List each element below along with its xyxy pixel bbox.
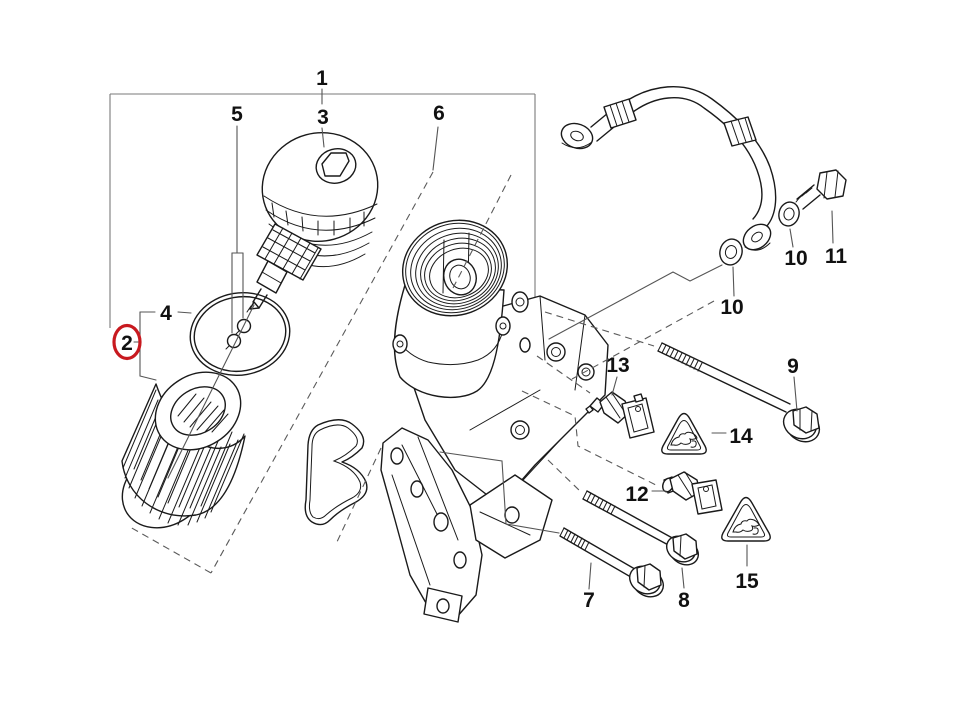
callout-2[interactable]: 2 [121, 332, 133, 355]
callout-labels: 1 3 5 6 4 2 7 8 9 10 10 11 12 [112, 67, 848, 612]
pressure-switch-12-drawing [662, 471, 723, 515]
callout-5[interactable]: 5 [231, 103, 243, 126]
callout-10b[interactable]: 10 [720, 296, 743, 319]
banjo-bolt-11-drawing [795, 169, 847, 210]
highlight-circle [112, 323, 142, 361]
sealing-washer-10b-drawing [719, 238, 743, 266]
callout-13[interactable]: 13 [606, 354, 629, 377]
hazard-symbol-icon [670, 431, 698, 448]
callout-9[interactable]: 9 [787, 355, 799, 378]
callout-4[interactable]: 4 [160, 302, 172, 325]
bolt-7-drawing [559, 527, 665, 598]
temp-sensor-13-drawing [585, 391, 655, 439]
callout-8[interactable]: 8 [678, 589, 690, 612]
callout-11[interactable]: 11 [825, 245, 848, 268]
callout-15[interactable]: 15 [735, 570, 759, 593]
callout-6[interactable]: 6 [433, 102, 445, 125]
callout-12[interactable]: 12 [625, 483, 648, 506]
callout-3[interactable]: 3 [317, 106, 329, 129]
hazard-symbol-icon [732, 518, 760, 535]
filter-housing-drawing [380, 219, 609, 623]
oil-pipe-drawing [560, 85, 777, 251]
construction-lines [129, 171, 723, 574]
callout-1[interactable]: 1 [316, 67, 328, 90]
callout-10a[interactable]: 10 [784, 247, 807, 270]
gasket-drawing [304, 419, 368, 526]
filter-element-drawing [121, 371, 246, 529]
oil-filter-cap-drawing [246, 132, 379, 313]
bolt-9-drawing [657, 342, 821, 443]
warning-triangle-15 [721, 496, 771, 542]
callout-14[interactable]: 14 [729, 425, 753, 448]
bolt-8-drawing [582, 490, 700, 566]
warning-triangle-14 [661, 412, 707, 455]
small-oring-clips-drawing [225, 318, 252, 350]
callout-7[interactable]: 7 [583, 589, 595, 612]
assembly-box-callout-1 [109, 88, 536, 328]
sealing-washer-10a-drawing [778, 201, 800, 227]
oring-drawing [189, 291, 291, 377]
